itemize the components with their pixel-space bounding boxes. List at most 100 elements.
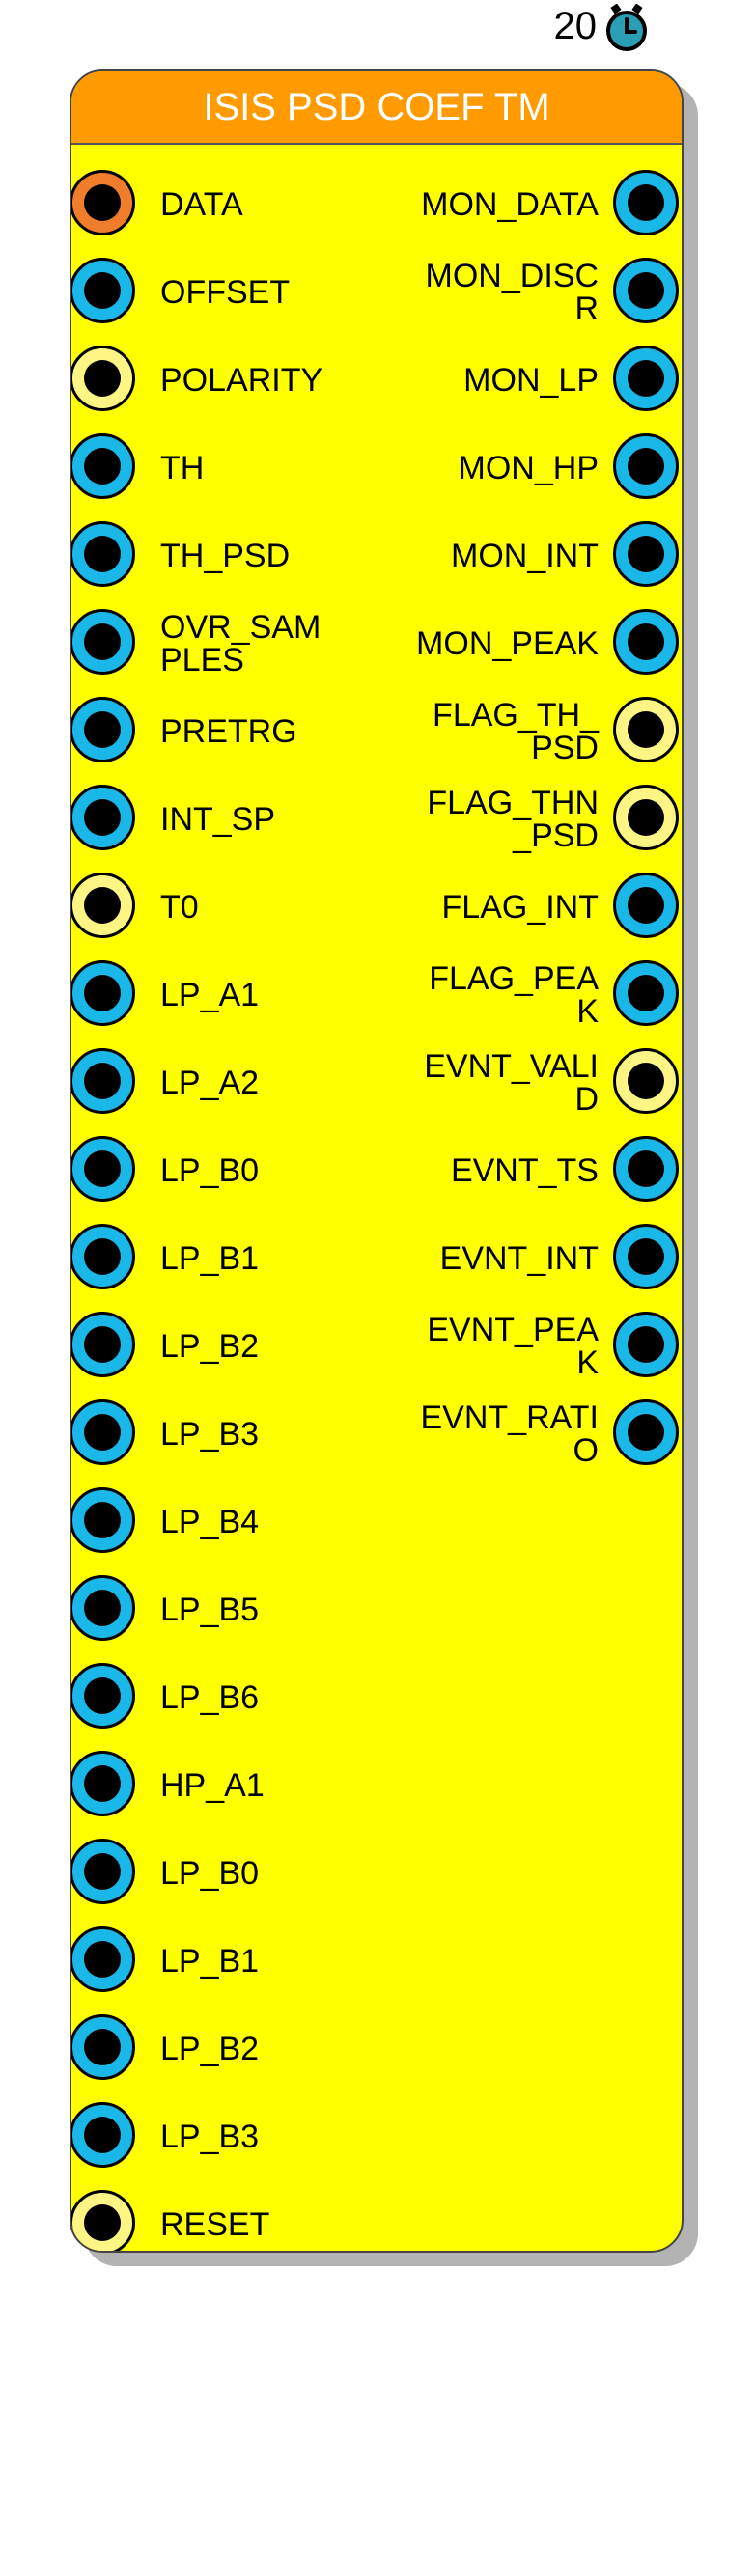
port-label: LP_B4 — [160, 1503, 260, 1540]
output-connector[interactable] — [613, 170, 679, 235]
input-port: RESET — [71, 2180, 390, 2251]
port-label: EVNT_PEA K — [427, 1311, 599, 1381]
port-label: EVNT_INT — [439, 1239, 599, 1277]
port-label: EVNT_TS — [450, 1151, 599, 1189]
input-connector[interactable] — [71, 1575, 135, 1641]
output-port: MON_DISC R — [363, 248, 682, 336]
input-connector[interactable] — [71, 1487, 135, 1553]
port-label: EVNT_RATI O — [420, 1399, 599, 1469]
port-label: FLAG_TH_ PSD — [433, 696, 599, 766]
output-connector[interactable] — [613, 346, 679, 411]
port-label: LP_B2 — [160, 1327, 260, 1365]
input-connector[interactable] — [71, 1224, 135, 1289]
port-label: EVNT_VALI D — [424, 1047, 599, 1118]
timer-value: 20 — [553, 5, 598, 47]
output-connector[interactable] — [613, 960, 679, 1026]
port-label: PRETRG — [160, 712, 297, 750]
port-label: FLAG_THN _PSD — [427, 784, 599, 854]
output-port: FLAG_TH_ PSD — [363, 687, 682, 775]
output-port: EVNT_RATI O — [363, 1390, 682, 1478]
block-title: ISIS PSD COEF TM — [71, 71, 682, 145]
input-port: TH_PSD — [71, 512, 390, 599]
input-connector[interactable] — [71, 521, 135, 587]
output-connector[interactable] — [613, 1312, 679, 1377]
port-label: MON_PEAK — [416, 624, 599, 662]
port-label: OVR_SAM PLES — [160, 608, 322, 679]
input-connector[interactable] — [71, 2190, 135, 2251]
input-port: LP_B6 — [71, 1653, 390, 1741]
port-label: LP_B3 — [160, 2118, 260, 2155]
port-label: MON_DATA — [421, 185, 599, 223]
input-connector[interactable] — [71, 609, 135, 675]
output-port: MON_INT — [363, 512, 682, 599]
output-port: FLAG_INT — [363, 863, 682, 951]
input-port: LP_B4 — [71, 1478, 390, 1565]
input-port: OVR_SAM PLES — [71, 599, 390, 687]
port-label: DATA — [160, 185, 243, 223]
input-port: LP_B3 — [71, 1390, 390, 1478]
input-port: LP_B1 — [71, 1917, 390, 2005]
port-label: LP_B6 — [160, 1678, 260, 1716]
input-port: LP_B0 — [71, 1829, 390, 1917]
input-connector[interactable] — [71, 1048, 135, 1114]
input-connector[interactable] — [71, 1751, 135, 1816]
port-label: LP_B3 — [160, 1415, 260, 1453]
input-port: LP_A1 — [71, 951, 390, 1039]
output-connector[interactable] — [613, 258, 679, 323]
output-connector[interactable] — [613, 873, 679, 938]
port-label: T0 — [160, 888, 199, 926]
port-label: FLAG_PEA K — [429, 959, 599, 1030]
port-label: FLAG_INT — [441, 888, 599, 926]
port-label: LP_B1 — [160, 1942, 260, 1980]
input-connector[interactable] — [71, 170, 135, 235]
input-connector[interactable] — [71, 1839, 135, 1904]
output-connector[interactable] — [613, 1048, 679, 1114]
output-port: FLAG_PEA K — [363, 951, 682, 1039]
output-port: FLAG_THN _PSD — [363, 775, 682, 863]
input-connector[interactable] — [71, 2102, 135, 2168]
output-connector[interactable] — [613, 521, 679, 587]
output-connector[interactable] — [613, 433, 679, 499]
output-connector[interactable] — [613, 609, 679, 675]
port-label: LP_B1 — [160, 1239, 260, 1277]
output-connector[interactable] — [613, 1136, 679, 1202]
output-port: MON_HP — [363, 424, 682, 512]
input-port: LP_A2 — [71, 1039, 390, 1126]
port-label: LP_B0 — [160, 1151, 260, 1189]
output-port: EVNT_VALI D — [363, 1039, 682, 1126]
function-block[interactable]: ISIS PSD COEF TM DATA OFFSET POLARITY TH TH_… — [70, 69, 684, 2253]
port-label: LP_B5 — [160, 1591, 260, 1628]
input-connector[interactable] — [71, 785, 135, 850]
input-connector[interactable] — [71, 873, 135, 938]
input-connector[interactable] — [71, 433, 135, 499]
input-connector[interactable] — [71, 2014, 135, 2080]
port-label: TH_PSD — [160, 537, 291, 574]
input-connector[interactable] — [71, 1663, 135, 1729]
input-connector[interactable] — [71, 1399, 135, 1465]
output-connector[interactable] — [613, 785, 679, 850]
input-port: LP_B1 — [71, 1214, 390, 1302]
input-connector[interactable] — [71, 1926, 135, 1992]
port-label: POLARITY — [160, 361, 323, 399]
input-connector[interactable] — [71, 1312, 135, 1377]
output-connector[interactable] — [613, 1224, 679, 1289]
port-label: TH — [160, 449, 205, 486]
input-port: HP_A1 — [71, 1741, 390, 1829]
port-label: LP_A1 — [160, 976, 260, 1013]
input-connector[interactable] — [71, 960, 135, 1026]
input-connector[interactable] — [71, 697, 135, 762]
output-port: MON_PEAK — [363, 599, 682, 687]
output-connector[interactable] — [613, 697, 679, 762]
output-connector[interactable] — [613, 1399, 679, 1465]
timer-icon — [606, 4, 647, 51]
output-port: MON_LP — [363, 336, 682, 424]
input-port: OFFSET — [71, 248, 390, 336]
port-label: OFFSET — [160, 273, 291, 311]
input-connector[interactable] — [71, 1136, 135, 1202]
input-connector[interactable] — [71, 258, 135, 323]
output-port: MON_DATA — [363, 160, 682, 248]
input-port: LP_B2 — [71, 2005, 390, 2092]
input-connector[interactable] — [71, 346, 135, 411]
port-label: LP_B2 — [160, 2030, 260, 2067]
